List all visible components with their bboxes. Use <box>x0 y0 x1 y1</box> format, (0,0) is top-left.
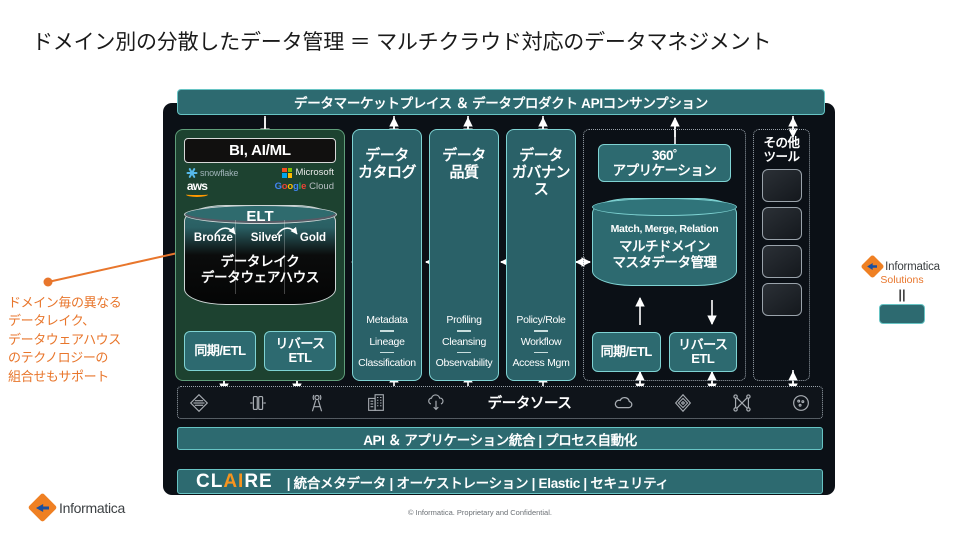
divider <box>457 351 471 353</box>
data-lake-label: データレイク データウェアハウス <box>200 254 320 285</box>
divider <box>534 351 548 353</box>
divider <box>534 330 548 332</box>
quality-item-cleansing: Cleansing <box>442 335 486 348</box>
footer-logo: Informatica <box>27 492 125 523</box>
mdm-match-merge-label: Match, Merge, Relation <box>610 223 719 235</box>
mdm-sync-etl-box[interactable]: 同期/ETL <box>592 332 661 372</box>
divider <box>380 351 394 353</box>
tool-tile-2[interactable] <box>761 207 802 240</box>
tier-flow-arrows <box>214 226 298 236</box>
pillar-governance-items: Policy/Role Workflow Access Mgm <box>509 313 573 370</box>
annotation-line-2: データレイク、 <box>8 313 95 329</box>
data-marketplace-bar[interactable]: データマーケットプレイス ＆ データプロダクト APIコンサンプション <box>177 89 825 115</box>
database-columns-icon <box>250 395 266 410</box>
domain-sync-etl-box[interactable]: 同期/ETL <box>184 331 256 371</box>
quality-item-profiling: Profiling <box>446 314 482 327</box>
mdm-main-label: マルチドメイン マスタデータ管理 <box>612 239 718 270</box>
annotation-line-5: 組合せもサポート <box>8 368 109 384</box>
cloud-icon <box>614 396 633 408</box>
layers-diamond-icon <box>189 393 209 412</box>
network-nodes-icon <box>733 393 751 412</box>
catalog-item-metadata: Metadata <box>366 314 408 327</box>
mdm-etl-row: 同期/ETL リバース ETL <box>592 326 737 372</box>
chip-circle-icon <box>793 394 809 411</box>
tool-tile-4[interactable] <box>761 283 802 316</box>
antenna-tower-icon <box>312 394 323 411</box>
quality-item-observability: Observability <box>435 357 493 369</box>
tier-bronze: Bronze <box>193 232 233 244</box>
pillar-governance-title: データ ガバナンス <box>511 147 571 198</box>
footer-brand-name: Informatica <box>59 499 125 516</box>
domain-data-lake-panel: BI, AI/ML snowflake aws Microsoft <box>175 129 345 381</box>
tool-tile-1[interactable] <box>761 169 802 202</box>
tier-gold: Gold <box>299 232 327 244</box>
annotation-line-1: ドメイン毎の異なる <box>8 295 122 310</box>
domain-etl-row: 同期/ETL リバース ETL <box>184 325 336 371</box>
google-cloud-logo: Google Cloud <box>274 181 334 192</box>
page-title: ドメイン別の分散したデータ管理 ＝ マルチクラウド対応のデータマネジメント <box>32 31 772 54</box>
cloud-vendor-logos: snowflake aws Microsoft Google Cloud <box>184 163 336 203</box>
legend-equals-sign: || <box>898 287 906 302</box>
governance-item-policy-role: Policy/Role <box>516 314 566 327</box>
divider <box>380 330 394 332</box>
mdm-reverse-etl-box[interactable]: リバース ETL <box>668 332 737 372</box>
claire-capabilities: | 統合メタデータ | オーケストレーション | Elastic | セキュリテ… <box>286 475 669 491</box>
cloud-upload-icon <box>427 393 444 410</box>
pillar-data-quality[interactable]: データ 品質 Profiling Cleansing Observability <box>429 129 499 381</box>
mdm-panel: 360˚ アプリケーション Match, Merge, Relation マルチ… <box>583 129 746 381</box>
medallion-tiers: Bronze Silver Gold <box>185 232 335 244</box>
pillar-quality-title: データ 品質 <box>442 147 486 181</box>
informatica-logo-icon <box>860 254 885 279</box>
governance-item-workflow: Workflow <box>520 335 562 348</box>
pillar-data-catalog[interactable]: データ カタログ Metadata Lineage Classification <box>352 129 422 381</box>
elt-label: ELT <box>246 208 274 225</box>
mesh-diamond-icon <box>674 393 691 412</box>
data-lake-cylinder: ELT Bronze Silver Gold データレイク データウェアハウス <box>183 204 337 305</box>
pillar-data-governance[interactable]: データ ガバナンス Policy/Role Workflow Access Mg… <box>506 129 576 381</box>
annotation-line-4: のテクノロジーの <box>8 350 109 366</box>
tool-tile-3[interactable] <box>761 245 802 278</box>
bi-ai-ml-box[interactable]: BI, AI/ML <box>184 138 336 163</box>
governance-item-access-mgm: Access Mgm <box>512 357 570 369</box>
tier-silver: Silver <box>250 232 283 244</box>
building-icon <box>368 393 385 411</box>
annotation-line-3: データウェアハウス <box>8 331 121 347</box>
other-tools-panel: その他 ツール <box>753 129 810 381</box>
legend-color-swatch <box>879 304 925 325</box>
annotation-text: ドメイン毎の異なる データレイク、 データウェアハウス のテクノロジーの 組合せ… <box>8 294 173 386</box>
pillar-catalog-items: Metadata Lineage Classification <box>355 313 419 370</box>
claire-brand: CLAIRE <box>196 470 273 492</box>
aws-logo: aws <box>186 180 208 198</box>
informatica-logo-icon <box>27 492 58 523</box>
cylinder-top <box>183 204 337 224</box>
legend-brand-row: Informatica <box>848 254 956 279</box>
legend-informatica-solutions: Informatica Solutions || <box>848 254 956 325</box>
claire-bar[interactable]: CLAIRE | 統合メタデータ | オーケストレーション | Elastic … <box>177 469 823 494</box>
catalog-item-lineage: Lineage <box>369 335 405 348</box>
data-source-band: データソース <box>177 386 823 419</box>
cylinder-top <box>591 197 738 216</box>
pillar-catalog-title: データ カタログ <box>357 147 417 181</box>
app-360-box[interactable]: 360˚ アプリケーション <box>598 144 731 182</box>
api-integration-bar[interactable]: API ＆ アプリケーション統合 | プロセス自動化 <box>177 427 823 450</box>
microsoft-logo: Microsoft <box>282 167 334 178</box>
other-tools-title: その他 ツール <box>763 136 800 164</box>
pillar-quality-items: Profiling Cleansing Observability <box>432 313 496 370</box>
legend-subtitle: Solutions <box>880 274 924 286</box>
columns-row: BI, AI/ML snowflake aws Microsoft <box>175 129 825 381</box>
legend-brand-name: Informatica <box>885 260 940 273</box>
domain-reverse-etl-box[interactable]: リバース ETL <box>264 331 336 371</box>
snowflake-logo: snowflake <box>186 167 238 178</box>
footer-confidential-note: © Informatica. Proprietary and Confident… <box>408 508 552 517</box>
data-source-label: データソース <box>487 396 572 412</box>
catalog-item-classification: Classification <box>358 357 416 369</box>
mdm-cylinder: Match, Merge, Relation マルチドメイン マスタデータ管理 <box>591 197 738 286</box>
divider <box>457 330 471 332</box>
